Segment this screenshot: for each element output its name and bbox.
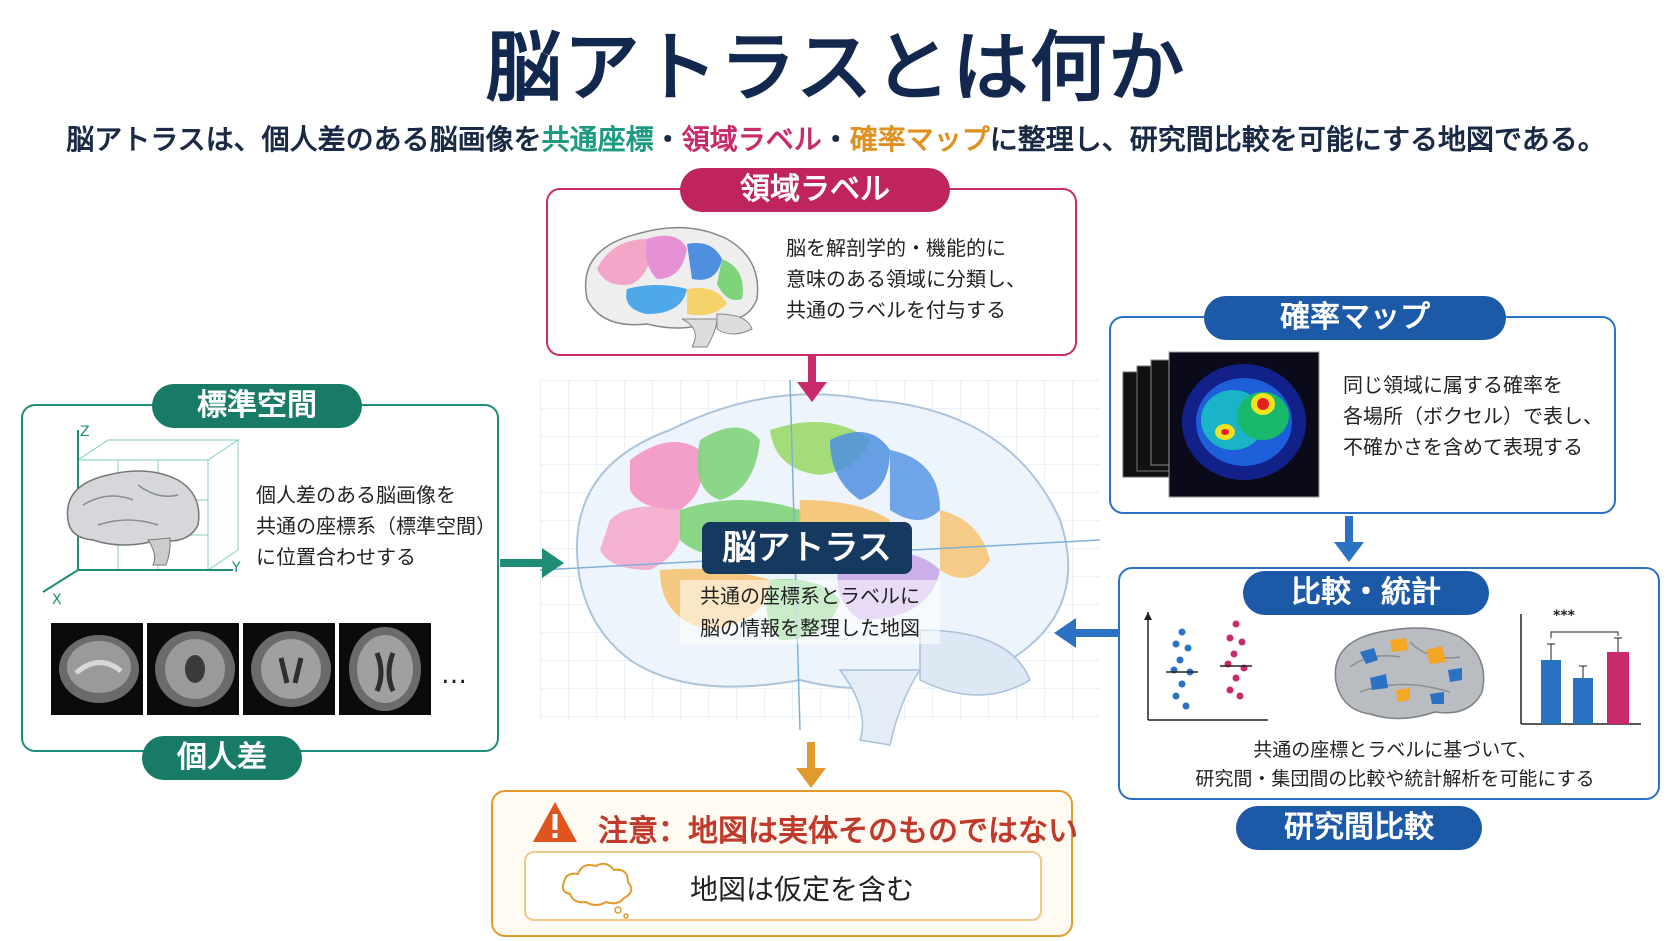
std-desc-line-3: に位置合わせする	[256, 545, 416, 569]
subtitle-sep2: ・	[821, 123, 850, 156]
compare-description: 共通の座標とラベルに基づいて、 研究間・集団間の比較や統計解析を可能にする	[1145, 736, 1645, 794]
warning-triangle-icon	[533, 802, 577, 842]
standard-space-heading: 標準空間	[152, 384, 362, 428]
atlas-desc-line-1: 共通の座標系とラベルに	[700, 584, 920, 608]
standard-space-description: 個人差のある脳画像を 共通の座標系（標準空間） に位置合わせする	[256, 480, 496, 573]
label-desc-line-1: 脳を解剖学的・機能的に	[786, 236, 1006, 260]
arrow-down-probmap-icon	[1334, 516, 1364, 562]
warning-title: 注意：地図は実体そのものではない	[598, 814, 1078, 849]
bar-chart-icon	[1520, 614, 1641, 725]
probmap-desc-line-3: 不確かさを含めて表現する	[1343, 435, 1583, 459]
mri-slice-axial-icon	[339, 623, 431, 715]
probmap-description: 同じ領域に属する確率を 各場所（ボクセル）で表し、 不確かさを含めて表現する	[1343, 370, 1603, 463]
arrow-right-standard-icon	[500, 548, 564, 578]
mri-slice-coronal-1-icon	[147, 623, 243, 715]
significance-marker: ***	[1553, 608, 1575, 624]
inter-study-comparison-label: 研究間比較	[1236, 806, 1482, 850]
subtitle-part2: に整理し、研究間比較を可能にする地図である。	[989, 123, 1606, 156]
label-description: 脳を解剖学的・機能的に 意味のある領域に分類し、 共通のラベルを付与する	[786, 233, 1026, 326]
colored-brain-icon	[584, 226, 759, 348]
axis-x-label: X	[52, 592, 62, 608]
compare-heading: 比較・統計	[1243, 571, 1489, 615]
compare-desc-line-1: 共通の座標とラベルに基づいて、	[1253, 739, 1537, 761]
atlas-desc-line-2: 脳の情報を整理した地図	[700, 616, 920, 640]
subtitle-term-labels: 領域ラベル	[681, 123, 822, 156]
scatter-plot-icon	[1144, 612, 1268, 721]
atlas-description: 共通の座標系とラベルに 脳の情報を整理した地図	[680, 580, 940, 644]
mri-slice-sagittal-icon	[51, 623, 147, 715]
activation-brain-icon	[1334, 627, 1485, 720]
axis-z-label: Z	[80, 424, 90, 440]
more-slices-ellipsis: …	[441, 660, 467, 690]
probmap-heading: 確率マップ	[1204, 296, 1506, 340]
subtitle-part1: 脳アトラスは、個人差のある脳画像を	[66, 123, 542, 156]
mri-slice-coronal-2-icon	[243, 623, 339, 715]
subtitle-term-probmap: 確率マップ	[849, 123, 990, 156]
individual-difference-label: 個人差	[142, 736, 302, 780]
subtitle-sep1: ・	[653, 123, 682, 156]
arrow-down-warning-icon	[796, 742, 826, 788]
atlas-heading: 脳アトラス	[702, 522, 912, 574]
coordinate-cube-brain-icon	[42, 430, 240, 593]
std-desc-line-2: 共通の座標系（標準空間）	[256, 514, 496, 538]
compare-desc-line-2: 研究間・集団間の比較や統計解析を可能にする	[1195, 768, 1595, 790]
subtitle-term-coordinates: 共通座標	[541, 123, 654, 156]
label-desc-line-2: 意味のある領域に分類し、	[786, 267, 1026, 291]
probmap-desc-line-2: 各場所（ボクセル）で表し、	[1343, 404, 1603, 428]
mri-slices-strip	[51, 623, 431, 715]
thought-cloud-icon	[561, 862, 633, 919]
arrow-down-label-icon	[797, 356, 827, 402]
probmap-desc-line-1: 同じ領域に属する確率を	[1343, 373, 1563, 397]
std-desc-line-1: 個人差のある脳画像を	[256, 483, 456, 507]
page-subtitle: 脳アトラスは、個人差のある脳画像を共通座標・領域ラベル・確率マップに整理し、研究…	[0, 118, 1672, 158]
label-desc-line-3: 共通のラベルを付与する	[786, 298, 1006, 322]
label-heading: 領域ラベル	[680, 168, 950, 212]
probability-map-stack-icon	[1122, 351, 1320, 498]
warning-inner-text: 地図は仮定を含む	[690, 873, 915, 906]
arrow-left-compare-icon	[1054, 618, 1118, 648]
page-title: 脳アトラスとは何か	[485, 23, 1187, 112]
warning-inner-box	[524, 851, 1042, 921]
axis-y-label: Y	[232, 560, 241, 576]
